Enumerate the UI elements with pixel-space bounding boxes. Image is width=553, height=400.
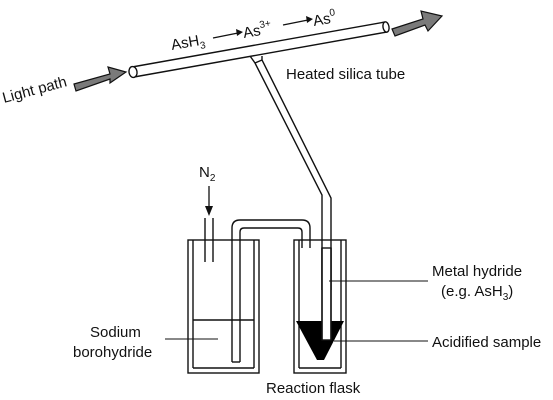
reaction-flask	[293, 239, 347, 374]
connecting-tube	[249, 55, 332, 290]
metal-hydride-example: (e.g. AsH3)	[441, 283, 513, 303]
transfer-tube	[231, 219, 311, 363]
light-path-label: Light path	[1, 73, 69, 106]
reaction-species-ash3: AsH3	[170, 31, 207, 57]
metal-hydride-label: Metal hydride	[432, 263, 522, 280]
reaction-flask-label: Reaction flask	[266, 380, 361, 397]
light-path-out-arrow	[391, 10, 444, 37]
flask-inner-tube	[321, 247, 332, 341]
n2-arrow	[205, 186, 213, 216]
reaction-species-as3plus: As3+	[241, 18, 273, 42]
borohydride-label: borohydride	[73, 344, 152, 361]
borohydride-vessel	[187, 239, 260, 374]
reaction-arrow-2	[282, 16, 313, 26]
reaction-arrow-1	[212, 29, 243, 39]
heated-silica-tube	[128, 21, 390, 79]
sodium-label: Sodium	[90, 324, 141, 341]
n2-label: N2	[199, 164, 216, 184]
light-path-in-arrow	[73, 66, 128, 92]
n2-inlet-tube	[204, 218, 214, 262]
acidified-sample	[296, 321, 344, 360]
acidified-sample-label: Acidified sample	[432, 334, 541, 351]
tube-label: Heated silica tube	[286, 66, 405, 83]
reaction-species-as0: As0	[311, 7, 337, 30]
